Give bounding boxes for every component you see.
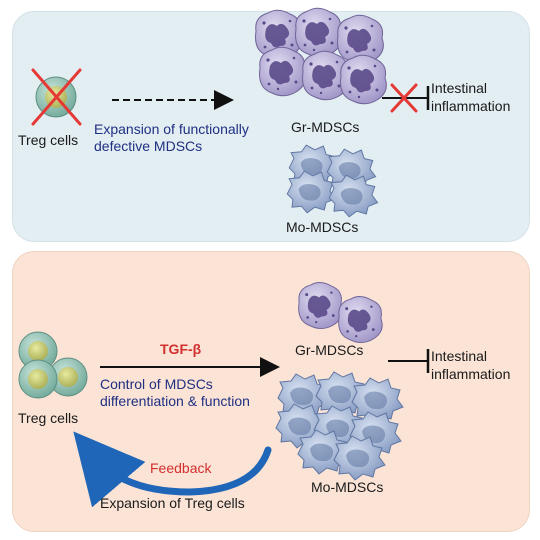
gr-mdsc-cluster-top: [255, 7, 387, 105]
outcome-label-bottom-1: Intestinal: [431, 348, 488, 364]
treg-cell-cluster-bottom: [18, 331, 88, 399]
cross-out-icon: [31, 68, 82, 126]
process-label-top-2: defective MDSCs: [94, 138, 203, 154]
feedback-caption: Expansion of Treg cells: [100, 495, 245, 511]
tgf-beta-label: TGF-β: [160, 341, 202, 357]
process-label-bottom-1: Control of MDSCs: [100, 376, 213, 392]
mo-mdsc-cluster-top: [286, 144, 379, 218]
mo-mdsc-label-top: Mo-MDSCs: [286, 219, 359, 235]
inhibition-bar-bottom: [388, 349, 430, 373]
gr-mdsc-label-bottom: Gr-MDSCs: [295, 342, 364, 358]
outcome-label-bottom-2: inflammation: [431, 366, 511, 382]
outcome-label-top-2: inflammation: [431, 98, 511, 114]
gr-mdsc-label-top: Gr-MDSCs: [291, 119, 360, 135]
treg-label-bottom: Treg cells: [18, 410, 79, 426]
treg-label-top: Treg cells: [18, 132, 79, 148]
mo-mdsc-label-bottom: Mo-MDSCs: [311, 479, 384, 495]
process-label-bottom-2: differentiation & function: [100, 393, 250, 409]
feedback-label: Feedback: [150, 460, 212, 476]
mo-mdsc-cluster-bottom: [275, 371, 404, 481]
gr-mdsc-cluster-bottom: [298, 281, 383, 344]
inhibition-blocked-icon: [390, 83, 418, 113]
feedback-arrow: [73, 431, 272, 508]
process-label-top-1: Expansion of functionally: [94, 121, 249, 137]
outcome-label-top-1: Intestinal: [431, 80, 488, 96]
